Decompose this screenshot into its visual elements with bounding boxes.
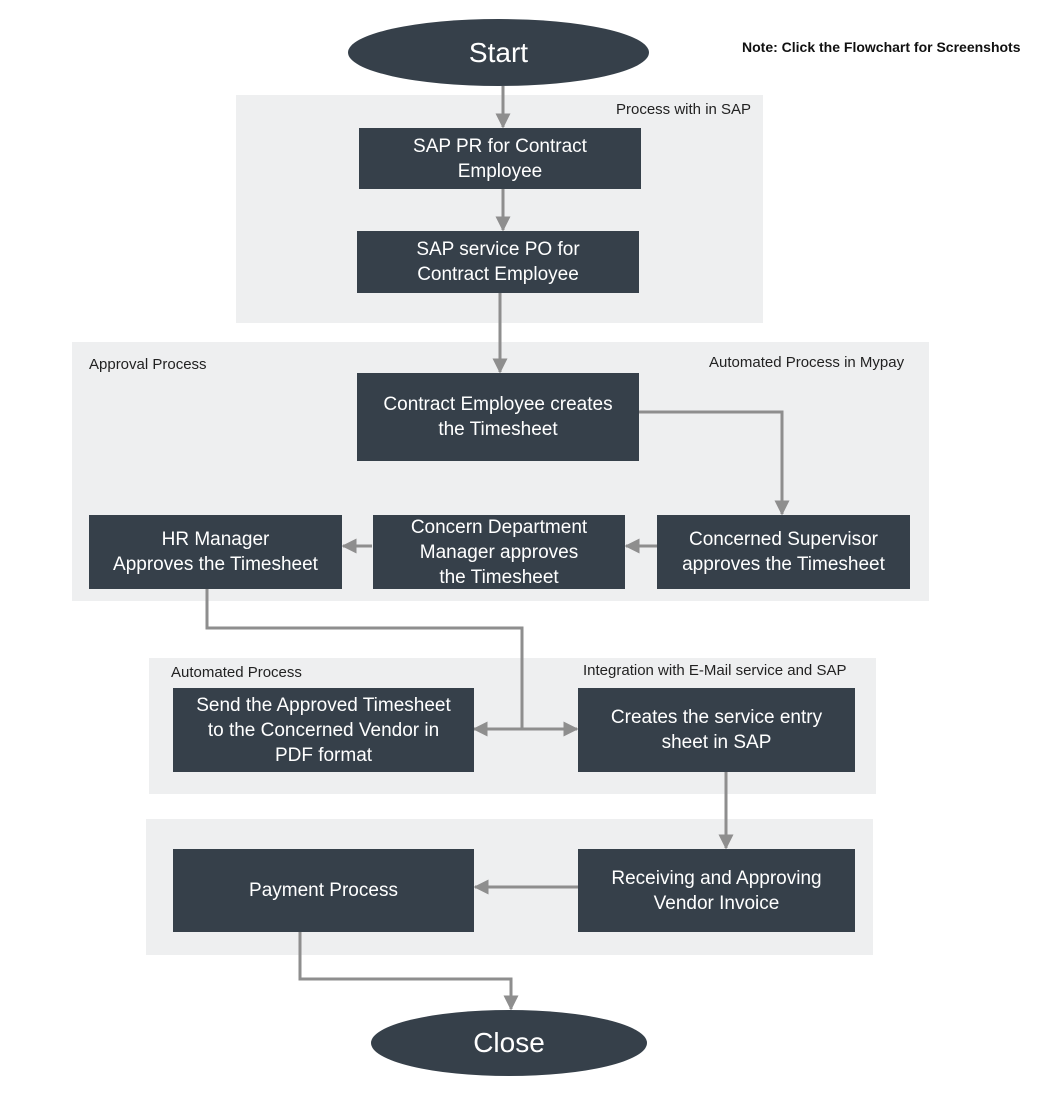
integration-region-label: Integration with E-Mail service and SAP <box>583 662 847 679</box>
close-terminal[interactable]: Close <box>371 1010 647 1076</box>
service-entry-step[interactable]: Creates the service entry sheet in SAP <box>578 688 855 772</box>
dept-manager-approval-step[interactable]: Concern Department Manager approves the … <box>373 515 625 589</box>
automated-region-label: Automated Process <box>171 664 302 681</box>
payment-process-step[interactable]: Payment Process <box>173 849 474 932</box>
mypay-region-label: Automated Process in Mypay <box>709 354 905 371</box>
sap-pr-step[interactable]: SAP PR for Contract Employee <box>359 128 641 189</box>
create-timesheet-step[interactable]: Contract Employee creates the Timesheet <box>357 373 639 461</box>
sap-region-label: Process with in SAP <box>616 101 752 118</box>
flowchart-note: Note: Click the Flowchart for Screenshot… <box>742 39 1021 55</box>
hr-manager-approval-step[interactable]: HR Manager Approves the Timesheet <box>89 515 342 589</box>
vendor-invoice-step[interactable]: Receiving and Approving Vendor Invoice <box>578 849 855 932</box>
send-pdf-step[interactable]: Send the Approved Timesheet to the Conce… <box>173 688 474 772</box>
start-terminal[interactable]: Start <box>348 19 649 86</box>
supervisor-approval-step[interactable]: Concerned Supervisor approves the Timesh… <box>657 515 910 589</box>
approval-region-label: Approval Process <box>89 356 207 373</box>
sap-po-step[interactable]: SAP service PO for Contract Employee <box>357 231 639 293</box>
